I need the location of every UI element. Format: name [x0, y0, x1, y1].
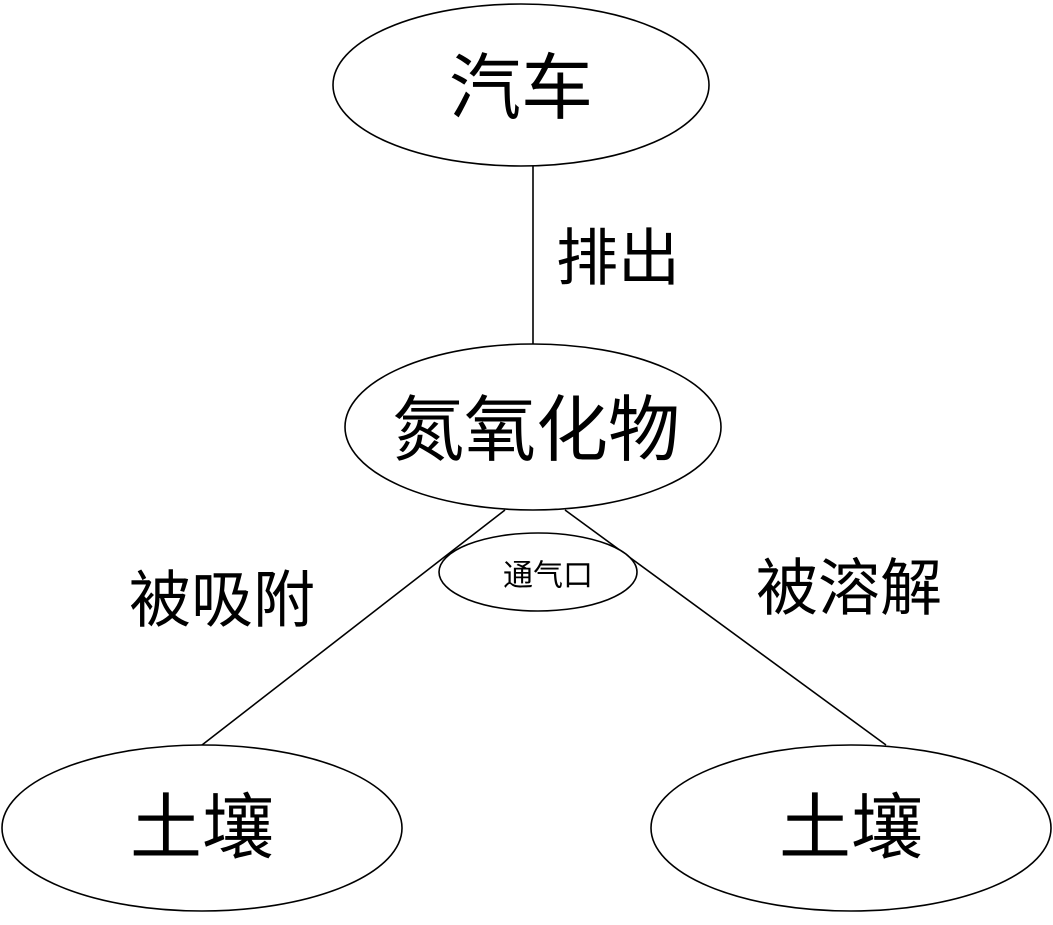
edge-label-emit: 排出 [556, 222, 680, 295]
node-nitrogen-oxide-label: 氮氧化物 [392, 388, 680, 472]
edge-nitrogen-oxide-to-right-soil [564, 509, 887, 746]
node-car: 汽车 [332, 3, 710, 167]
node-vent-label: 通气口 [503, 559, 593, 594]
node-car-label: 汽车 [449, 46, 593, 130]
edge-nitrogen-oxide-to-left-soil [201, 509, 506, 746]
node-soil-left-label: 土壤 [130, 786, 274, 870]
edge-label-dissolved: 被溶解 [756, 552, 942, 625]
node-soil-right: 土壤 [650, 744, 1052, 912]
edge-label-adsorbed: 被吸附 [129, 564, 315, 637]
node-vent: 通气口 [438, 532, 638, 612]
node-soil-left: 土壤 [1, 744, 403, 912]
node-vent-ellipse [438, 532, 638, 612]
node-soil-right-label: 土壤 [779, 786, 923, 870]
node-car-ellipse [332, 3, 710, 167]
node-nitrogen-oxide: 氮氧化物 [344, 343, 722, 511]
node-nitrogen-oxide-ellipse [344, 343, 722, 511]
node-soil-right-ellipse [650, 744, 1052, 912]
node-soil-left-ellipse [1, 744, 403, 912]
